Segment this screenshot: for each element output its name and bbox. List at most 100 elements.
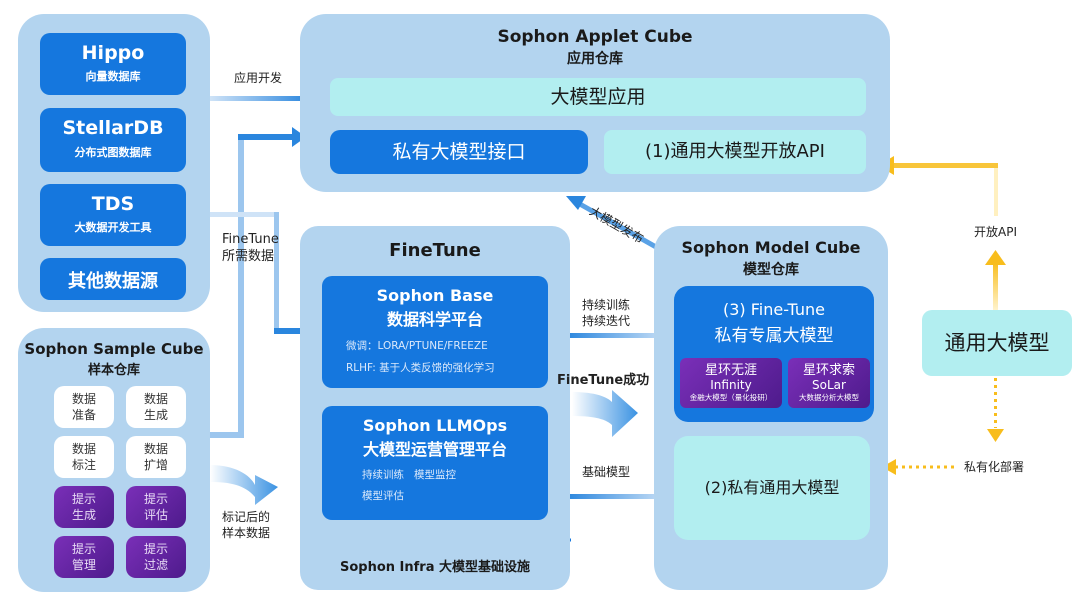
tile-prompt-eval[interactable]: 提示评估	[126, 486, 186, 528]
tile-line: 标注	[71, 458, 96, 472]
sophon-llmops-subtitle: 大模型运营管理平台	[362, 440, 507, 459]
finetune-title: FineTune	[389, 240, 481, 261]
arrow-base-model	[566, 494, 671, 499]
label-continuous-1: 持续训练	[582, 298, 631, 312]
connector-sample-to-api-bottom	[208, 432, 244, 438]
general-model-box[interactable]: 通用大模型	[922, 310, 1072, 376]
sophon-base-box[interactable]: Sophon Base 数据科学平台 微调：LORA/PTUNE/FREEZE …	[322, 276, 548, 388]
label-labeled-1: 标记后的	[222, 510, 271, 524]
source-hippo-subtitle: 向量数据库	[85, 70, 141, 83]
label-labeled-2: 样本数据	[222, 526, 271, 540]
tile-line: 数据	[71, 392, 96, 406]
finetune-private-subtitle: 私有专属大模型	[714, 326, 834, 346]
model-cube-subtitle: 模型仓库	[743, 262, 799, 278]
source-tds[interactable]: TDS 大数据开发工具	[40, 184, 186, 246]
tile-line: 提示	[143, 542, 168, 556]
sophon-llmops-line1: 持续训练 模型监控	[362, 469, 457, 481]
product-solar-en: SoLar	[812, 378, 846, 392]
source-stellardb-title: StellarDB	[62, 117, 164, 139]
label-open-api: 开放API	[974, 225, 1017, 239]
sample-cube-subtitle: 样本仓库	[87, 363, 140, 378]
model-cube-panel: Sophon Model Cube 模型仓库 (3) Fine-Tune 私有专…	[654, 226, 888, 590]
product-solar[interactable]: 星环求索 SoLar 大数据分析大模型	[788, 358, 870, 408]
sophon-llmops-title: Sophon LLMOps	[362, 416, 508, 435]
source-other[interactable]: 其他数据源	[40, 258, 186, 300]
tile-line: 管理	[71, 558, 96, 572]
product-infinity-en: Infinity	[710, 378, 752, 392]
tile-line: 提示	[143, 492, 168, 506]
tile-data-gen[interactable]: 数据生成	[126, 386, 186, 428]
connector-tds-to-base-h	[208, 212, 278, 217]
tile-line: 数据	[143, 392, 168, 406]
sophon-llmops-box[interactable]: Sophon LLMOps 大模型运营管理平台 持续训练 模型监控 模型评估	[322, 406, 548, 520]
source-stellardb[interactable]: StellarDB 分布式图数据库	[40, 108, 186, 172]
tile-data-prep[interactable]: 数据准备	[54, 386, 114, 428]
infra-label: Sophon Infra 大模型基础设施	[339, 560, 531, 575]
product-solar-cn: 星环求索	[802, 363, 855, 378]
tile-line: 数据	[71, 442, 96, 456]
tile-data-label[interactable]: 数据标注	[54, 436, 114, 478]
sample-cube-title: Sophon Sample Cube	[24, 340, 204, 358]
label-base-model: 基础模型	[582, 465, 631, 479]
sophon-base-line1: 微调：LORA/PTUNE/FREEZE	[346, 340, 488, 352]
open-api-label: (1)通用大模型开放API	[645, 141, 825, 162]
sophon-base-subtitle: 数据科学平台	[386, 310, 483, 329]
label-finetune-success: FineTune成功	[557, 373, 650, 388]
tile-data-augment[interactable]: 数据扩增	[126, 436, 186, 478]
tile-line: 提示	[71, 542, 96, 556]
applet-cube-subtitle: 应用仓库	[567, 51, 623, 67]
open-api-box[interactable]: (1)通用大模型开放API	[604, 130, 866, 174]
connector-open-api-v	[994, 164, 998, 216]
product-infinity[interactable]: 星环无涯 Infinity 金融大模型（量化投研）	[680, 358, 782, 408]
finetune-private-title: (3) Fine-Tune	[723, 300, 825, 319]
sophon-base-title: Sophon Base	[376, 286, 494, 305]
general-model-label: 通用大模型	[944, 331, 1050, 355]
connector-open-api-h	[890, 163, 998, 168]
tile-prompt-filter[interactable]: 提示过滤	[126, 536, 186, 578]
tile-line: 生成	[71, 508, 96, 522]
model-cube-title: Sophon Model Cube	[681, 238, 861, 257]
sophon-base-line2: RLHF: 基于人类反馈的强化学习	[346, 362, 495, 374]
arrow-labeled-samples	[210, 465, 278, 505]
source-other-title: 其他数据源	[68, 271, 158, 292]
app-bar[interactable]: 大模型应用	[330, 78, 866, 116]
product-infinity-cn: 星环无涯	[704, 363, 757, 378]
sophon-llmops-line2: 模型评估	[362, 490, 404, 502]
product-infinity-desc: 金融大模型（量化投研）	[689, 393, 773, 402]
tile-line: 扩增	[143, 458, 168, 472]
finetune-private-box[interactable]: (3) Fine-Tune 私有专属大模型 星环无涯 Infinity 金融大模…	[674, 286, 874, 422]
tile-line: 数据	[143, 442, 168, 456]
tile-prompt-gen[interactable]: 提示生成	[54, 486, 114, 528]
applet-cube-panel: Sophon Applet Cube 应用仓库 大模型应用 私有大模型接口 (1…	[300, 14, 890, 192]
source-stellardb-subtitle: 分布式图数据库	[74, 146, 152, 159]
connector-sample-to-api-vertical	[238, 134, 244, 436]
source-tds-subtitle: 大数据开发工具	[74, 221, 152, 234]
product-solar-desc: 大数据分析大模型	[799, 393, 859, 402]
private-api-box[interactable]: 私有大模型接口	[330, 130, 588, 174]
connector-sample-to-api-top	[238, 134, 294, 140]
source-hippo[interactable]: Hippo 向量数据库	[40, 33, 186, 95]
arrow-private-deploy-left-head	[882, 459, 896, 475]
tile-prompt-manage[interactable]: 提示管理	[54, 536, 114, 578]
tile-line: 生成	[143, 408, 168, 422]
source-tds-title: TDS	[91, 193, 135, 215]
tile-line: 提示	[71, 492, 96, 506]
source-hippo-title: Hippo	[81, 42, 145, 64]
data-sources-panel: Hippo 向量数据库 StellarDB 分布式图数据库 TDS 大数据开发工…	[18, 14, 210, 312]
connector-tds-to-base-h2	[274, 328, 304, 334]
tile-line: 准备	[71, 408, 96, 422]
tile-line: 评估	[143, 508, 168, 522]
label-finetune-data-2: 所需数据	[222, 249, 275, 264]
sample-cube-panel: Sophon Sample Cube 样本仓库 数据准备 数据生成 数据标注 数…	[18, 328, 210, 592]
label-finetune-data-1: FineTune	[222, 232, 279, 247]
applet-cube-title: Sophon Applet Cube	[497, 27, 693, 47]
arrow-general-up	[993, 262, 998, 310]
label-continuous-2: 持续迭代	[582, 314, 631, 328]
app-bar-label: 大模型应用	[550, 86, 646, 108]
label-app-dev: 应用开发	[234, 71, 283, 85]
arrow-finetune-success	[572, 390, 638, 437]
arrow-general-up-head	[985, 250, 1006, 265]
arrow-publish-head	[566, 196, 586, 210]
private-general-box[interactable]: (2)私有通用大模型	[674, 436, 870, 540]
finetune-panel: FineTune Sophon Base 数据科学平台 微调：LORA/PTUN…	[300, 226, 570, 590]
